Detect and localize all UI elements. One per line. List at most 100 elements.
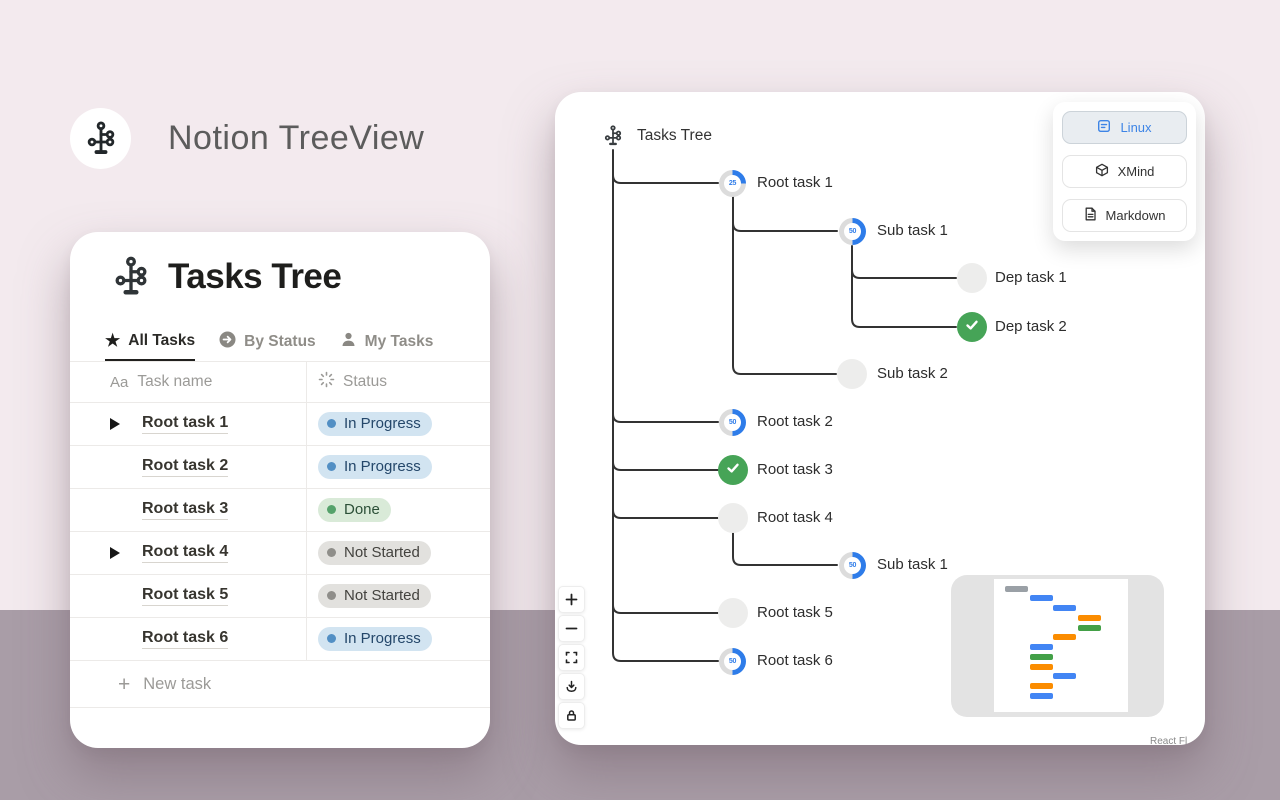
status-dot-icon <box>327 548 336 557</box>
table-header-row: Aa Task name Status <box>70 362 490 403</box>
fit-view-button[interactable] <box>558 644 585 671</box>
status-badge[interactable]: Done <box>318 498 391 522</box>
check-icon <box>726 461 740 480</box>
progress-value: 25 <box>728 180 737 187</box>
status-badge[interactable]: In Progress <box>318 627 432 651</box>
node-label: Sub task 2 <box>877 365 948 382</box>
tree-node-progress[interactable]: 50 <box>719 409 746 436</box>
tree-node-progress[interactable]: 50 <box>839 218 866 245</box>
person-icon <box>340 331 357 353</box>
tasks-table: Aa Task name Status <box>70 361 490 708</box>
tree-node-notstarted[interactable] <box>718 503 748 533</box>
tree-node-notstarted[interactable] <box>837 359 867 389</box>
status-label: Not Started <box>344 587 420 604</box>
column-header-status[interactable]: Status <box>306 362 490 402</box>
minimap-node-root <box>1005 586 1028 592</box>
expand-toggle-icon[interactable] <box>110 418 120 430</box>
export-button-markdown[interactable]: Markdown <box>1062 199 1187 232</box>
tree-node-done[interactable] <box>957 312 987 342</box>
status-badge[interactable]: Not Started <box>318 584 431 608</box>
minimap-node <box>1078 615 1101 621</box>
table-row[interactable]: Root task 3 Done <box>70 489 490 532</box>
task-name: Root task 4 <box>142 543 229 563</box>
tab-my-tasks[interactable]: My Tasks <box>340 322 433 361</box>
minimap-node <box>1078 625 1101 631</box>
minimap-node <box>1030 664 1053 670</box>
status-label: Not Started <box>344 544 420 561</box>
export-button-linux[interactable]: Linux <box>1062 111 1187 144</box>
react-flow-attribution[interactable]: React Fl <box>1150 736 1188 745</box>
node-label: Root task 5 <box>757 604 833 621</box>
task-name: Root task 1 <box>142 414 229 434</box>
minimap-node <box>1030 654 1053 660</box>
export-button-xmind[interactable]: XMind <box>1062 155 1187 188</box>
tree-icon <box>602 125 624 147</box>
page-title: Tasks Tree <box>168 257 342 296</box>
check-icon <box>965 318 979 337</box>
arrow-circle-icon <box>219 331 236 353</box>
tree-node-progress[interactable]: 50 <box>839 552 866 579</box>
table-row[interactable]: Root task 5 Not Started <box>70 575 490 618</box>
tree-icon <box>83 121 119 157</box>
minimap-node <box>1053 605 1076 611</box>
zoom-out-button[interactable] <box>558 615 585 642</box>
node-label: Dep task 1 <box>995 269 1067 286</box>
star-icon: ★ <box>105 331 121 350</box>
status-badge[interactable]: Not Started <box>318 541 431 565</box>
node-label: Sub task 1 <box>877 222 948 239</box>
tree-connectors <box>612 149 957 662</box>
table-row[interactable]: Root task 4 Not Started <box>70 532 490 575</box>
minimap-node <box>1030 595 1053 601</box>
tree-node-progress[interactable]: 50 <box>719 648 746 675</box>
tree-node-progress[interactable]: 25 <box>719 170 746 197</box>
node-label: Root task 2 <box>757 413 833 430</box>
node-label: Root task 3 <box>757 461 833 478</box>
text-property-icon: Aa <box>110 373 129 391</box>
column-label: Status <box>343 373 387 390</box>
minimap[interactable] <box>951 575 1164 717</box>
new-task-button[interactable]: + New task <box>70 661 490 708</box>
status-dot-icon <box>327 634 336 643</box>
table-row[interactable]: Root task 1 In Progress <box>70 403 490 446</box>
tree-node-notstarted[interactable] <box>957 263 987 293</box>
tab-label: All Tasks <box>128 331 196 349</box>
zoom-in-button[interactable] <box>558 586 585 613</box>
status-label: In Progress <box>344 458 421 475</box>
minimap-node <box>1053 634 1076 640</box>
status-badge[interactable]: In Progress <box>318 455 432 479</box>
status-dot-icon <box>327 591 336 600</box>
column-header-task-name[interactable]: Aa Task name <box>70 362 306 402</box>
notion-card-header: Tasks Tree <box>110 256 342 298</box>
download-button[interactable] <box>558 673 585 700</box>
xmind-icon <box>1095 163 1109 180</box>
treeview-canvas-card: Tasks Tree 25 Root task 1 50 Sub task 1 … <box>555 92 1205 745</box>
status-badge[interactable]: In Progress <box>318 412 432 436</box>
task-name: Root task 3 <box>142 500 229 520</box>
node-label: Root task 6 <box>757 652 833 669</box>
progress-value: 50 <box>728 419 737 426</box>
tree-node-notstarted[interactable] <box>718 598 748 628</box>
tab-label: By Status <box>244 332 316 350</box>
lock-button[interactable] <box>558 702 585 729</box>
export-button-label: Linux <box>1120 120 1152 135</box>
minimap-node <box>1030 644 1053 650</box>
document-icon <box>1084 207 1097 224</box>
task-name: Root task 6 <box>142 629 229 649</box>
export-panel: Linux XMind Markdown <box>1053 102 1196 241</box>
tree-node-done[interactable] <box>718 455 748 485</box>
plus-icon: + <box>118 672 131 696</box>
status-dot-icon <box>327 462 336 471</box>
tab-by-status[interactable]: By Status <box>219 322 316 361</box>
table-row[interactable]: Root task 2 In Progress <box>70 446 490 489</box>
progress-value: 50 <box>848 228 857 235</box>
node-label: Sub task 1 <box>877 556 948 573</box>
brand: Notion TreeView <box>70 108 424 169</box>
status-dot-icon <box>327 505 336 514</box>
minimap-node <box>1053 673 1076 679</box>
expand-toggle-icon[interactable] <box>110 547 120 559</box>
status-property-icon <box>318 371 335 393</box>
table-row[interactable]: Root task 6 In Progress <box>70 618 490 661</box>
task-name: Root task 5 <box>142 586 229 606</box>
notion-database-card: Tasks Tree ★ All Tasks By Status My Ta <box>70 232 490 748</box>
tab-all-tasks[interactable]: ★ All Tasks <box>105 322 196 361</box>
